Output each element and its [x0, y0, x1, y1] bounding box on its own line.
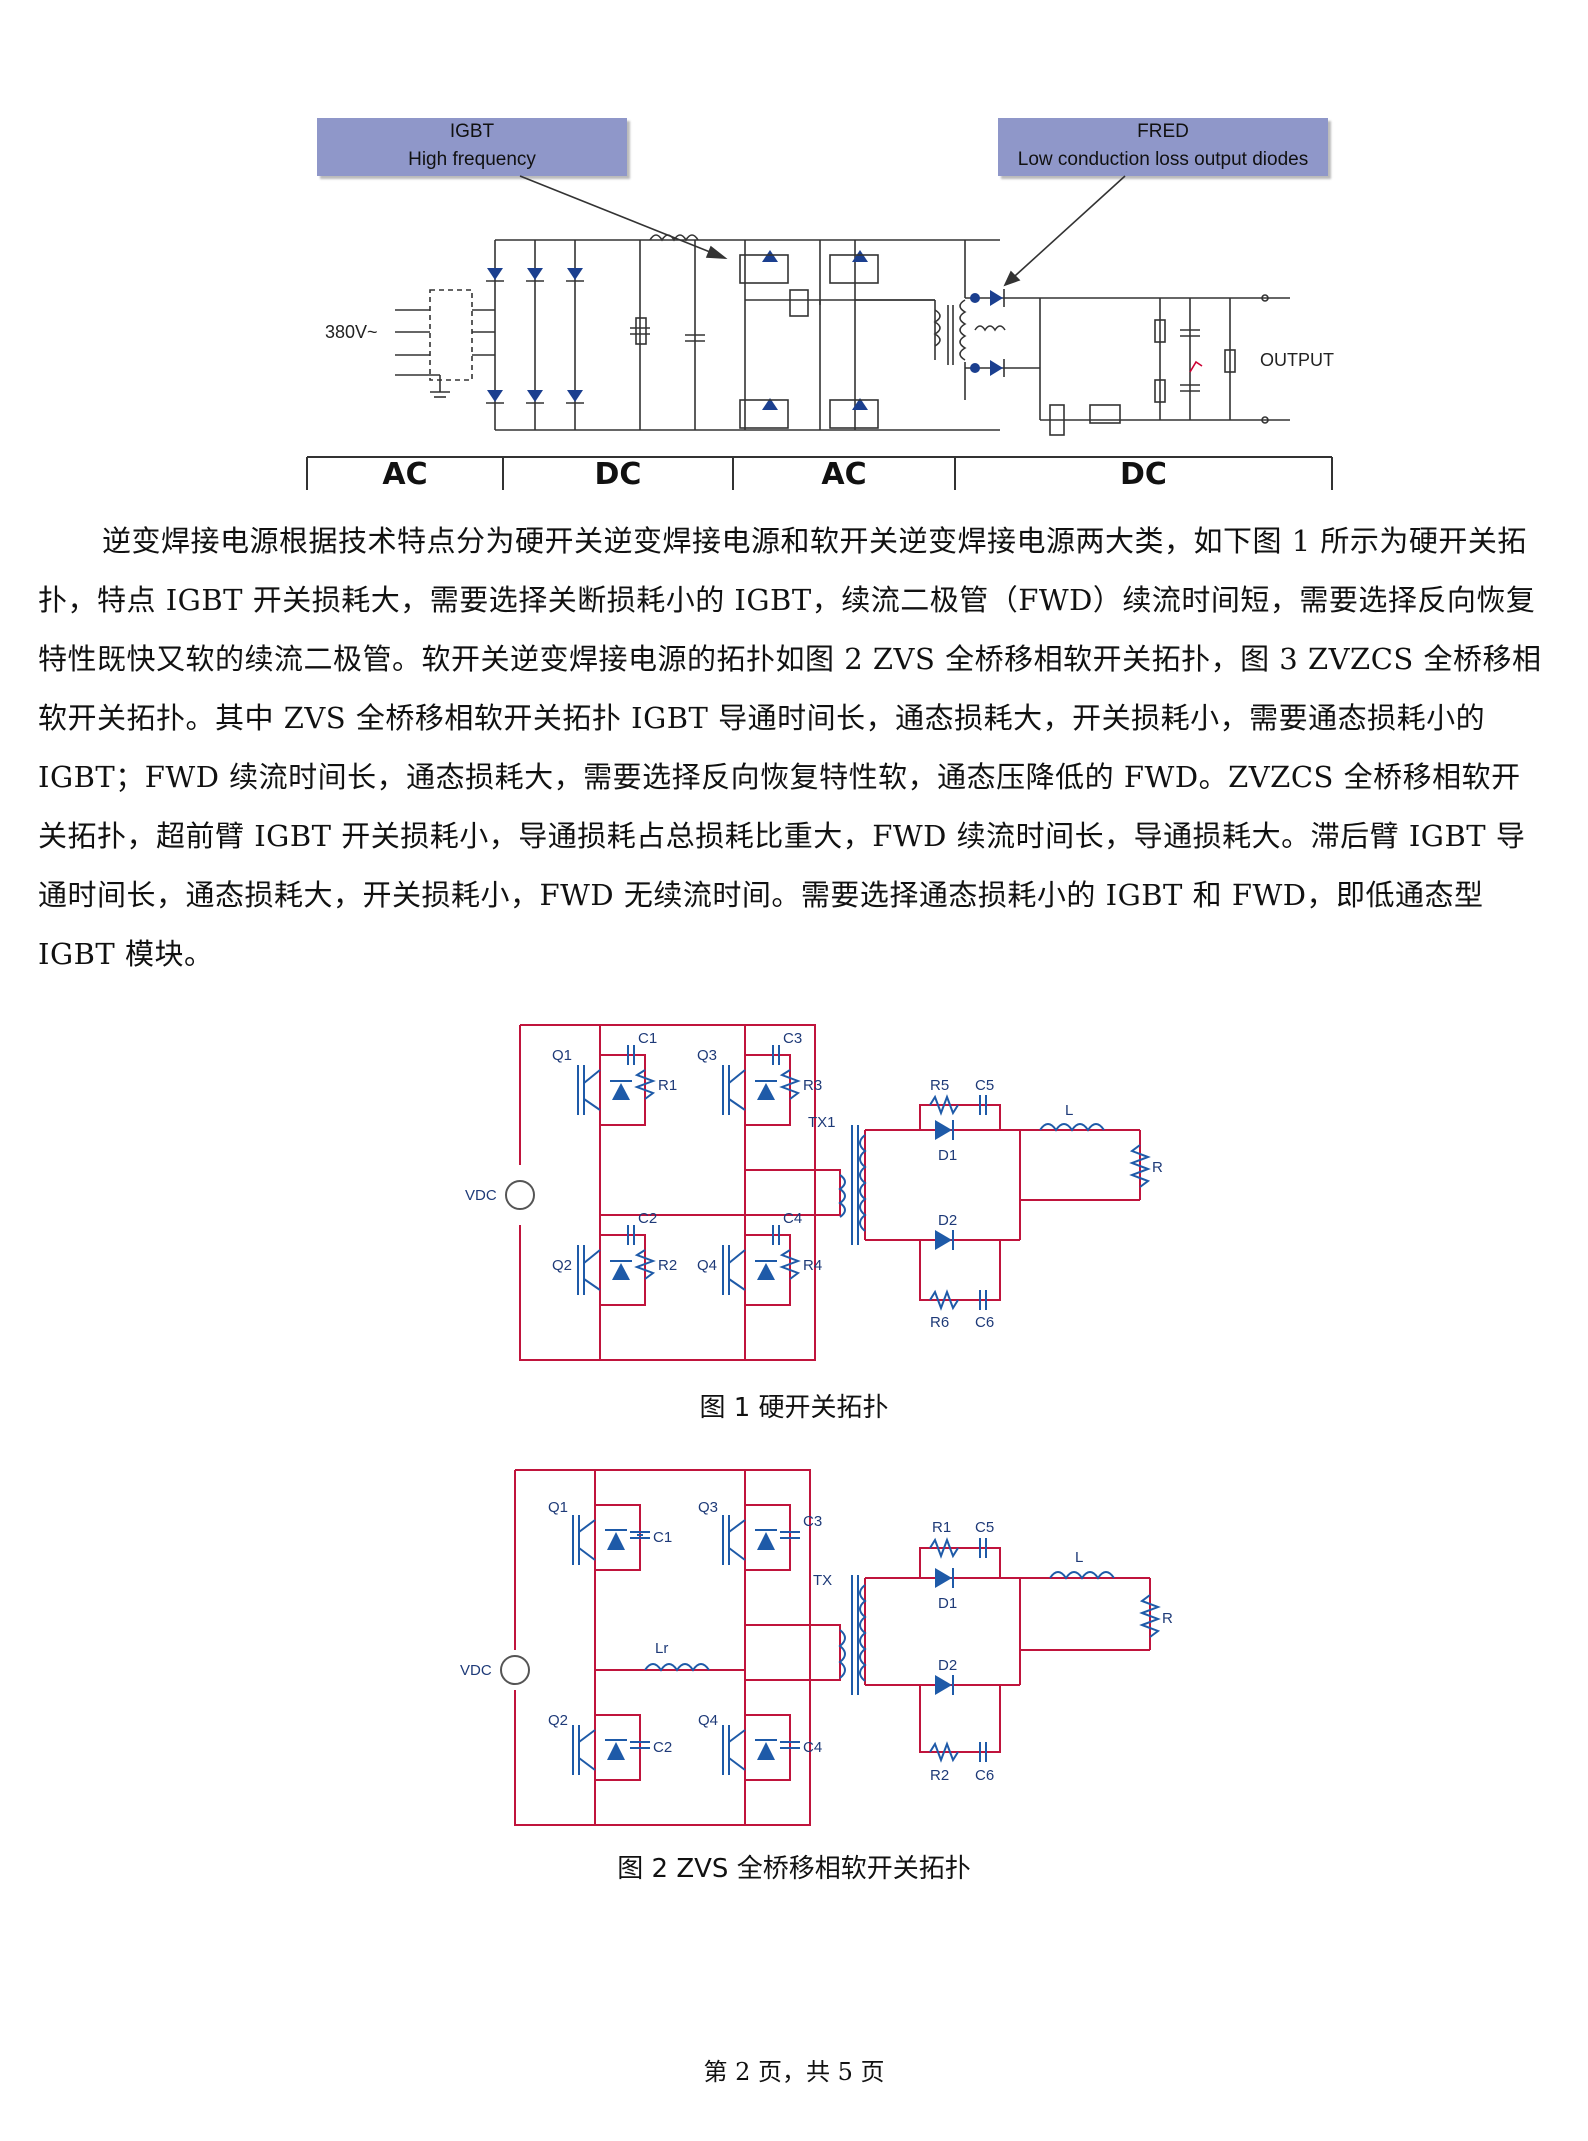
fred-callout-subtitle: Low conduction loss output diodes: [1017, 149, 1309, 170]
fig2-r-label: R: [1162, 1610, 1173, 1627]
fig2-d2-label: D2: [938, 1657, 957, 1674]
fig2-q3-label: Q3: [698, 1499, 718, 1516]
igbt-callout: IGBT High frequency: [317, 118, 627, 176]
band-dc-1: DC: [594, 457, 642, 492]
fig1-q3-label: Q3: [697, 1047, 717, 1064]
fig1-c2-label: C2: [638, 1210, 657, 1227]
fig1-l-label: L: [1065, 1102, 1073, 1119]
fred-callout-title: FRED: [1137, 121, 1189, 142]
welding-inverter-schematic: 380V~ OUTPUT: [306, 175, 1334, 490]
fig2-q2-label: Q2: [548, 1712, 568, 1729]
fig1-r5-label: R5: [930, 1077, 949, 1094]
fred-arrow: [1004, 175, 1126, 286]
fig1-d2-label: D2: [938, 1212, 957, 1229]
band-dc-2: DC: [1120, 457, 1167, 492]
fig2-l-label: L: [1075, 1549, 1083, 1566]
fig2-c3-label: C3: [803, 1513, 822, 1530]
figure-1-hard-switch-topology: VDC Q1 Q3 Q2 Q4 C1 C3 C2 C4 R1 R3 R2 R4 …: [465, 1024, 1163, 1361]
fig1-q1-label: Q1: [552, 1047, 572, 1064]
fig1-tx-label: TX1: [808, 1114, 836, 1131]
fig2-q4-label: Q4: [698, 1712, 718, 1729]
fig1-q4-label: Q4: [697, 1257, 717, 1274]
figure-2-zvs-topology: VDC Q1 Q3 Q2 Q4 C1 C3 C2 C4 R1 C5 R2 C6 …: [460, 1469, 1173, 1826]
figure-1-caption: 图 1 硬开关拓扑: [699, 1393, 889, 1423]
page-footer: 第 2 页，共 5 页: [703, 2058, 885, 2086]
fig1-r6-label: R6: [930, 1314, 949, 1331]
fig1-r1-label: R1: [658, 1077, 677, 1094]
fig1-c4-label: C4: [783, 1210, 802, 1227]
fig2-vdc-label: VDC: [460, 1662, 492, 1679]
igbt-callout-subtitle: High frequency: [408, 149, 536, 170]
fig1-c3-label: C3: [783, 1030, 802, 1047]
fig2-c1-label: C1: [653, 1529, 672, 1546]
fig1-r2-label: R2: [658, 1257, 677, 1274]
fig2-q1-label: Q1: [548, 1499, 568, 1516]
fig2-tx-label: TX: [813, 1572, 832, 1589]
fig2-c5-label: C5: [975, 1519, 994, 1536]
fig1-c1-label: C1: [638, 1030, 657, 1047]
fig1-c5-label: C5: [975, 1077, 994, 1094]
fig2-d1-label: D1: [938, 1595, 957, 1612]
output-label: OUTPUT: [1260, 350, 1334, 370]
fig1-c6-label: C6: [975, 1314, 994, 1331]
body-paragraph: 逆变焊接电源根据技术特点分为硬开关逆变焊接电源和软开关逆变焊接电源两大类，如下图…: [38, 524, 1542, 971]
fig2-c6-label: C6: [975, 1767, 994, 1784]
input-voltage-label: 380V~: [325, 322, 378, 342]
fig1-r-label: R: [1152, 1159, 1163, 1176]
fig2-r1-label: R1: [932, 1519, 951, 1536]
fred-callout: FRED Low conduction loss output diodes: [998, 118, 1328, 176]
fig1-d1-label: D1: [938, 1147, 957, 1164]
fig2-c4-label: C4: [803, 1739, 822, 1756]
band-ac-1: AC: [382, 457, 428, 492]
fig2-r2-label: R2: [930, 1767, 949, 1784]
fig1-vdc-label: VDC: [465, 1187, 497, 1204]
igbt-callout-title: IGBT: [449, 121, 495, 142]
fig1-r3-label: R3: [803, 1077, 822, 1094]
fig2-c2-label: C2: [653, 1739, 672, 1756]
fig2-lr-label: Lr: [655, 1640, 668, 1657]
igbt-arrow: [519, 175, 726, 259]
fig1-q2-label: Q2: [552, 1257, 572, 1274]
band-ac-2: AC: [821, 457, 867, 492]
fig1-r4-label: R4: [803, 1257, 822, 1274]
figure-2-caption: 图 2 ZVS 全桥移相软开关拓扑: [617, 1854, 971, 1884]
